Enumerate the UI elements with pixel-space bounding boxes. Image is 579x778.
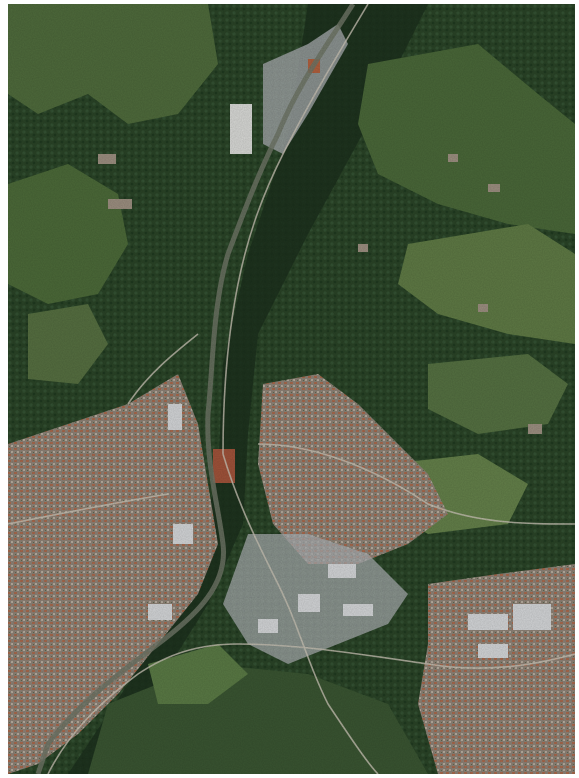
- imagery-texture: [8, 4, 575, 774]
- satellite-map-view[interactable]: [8, 4, 575, 774]
- satellite-imagery[interactable]: [8, 4, 575, 774]
